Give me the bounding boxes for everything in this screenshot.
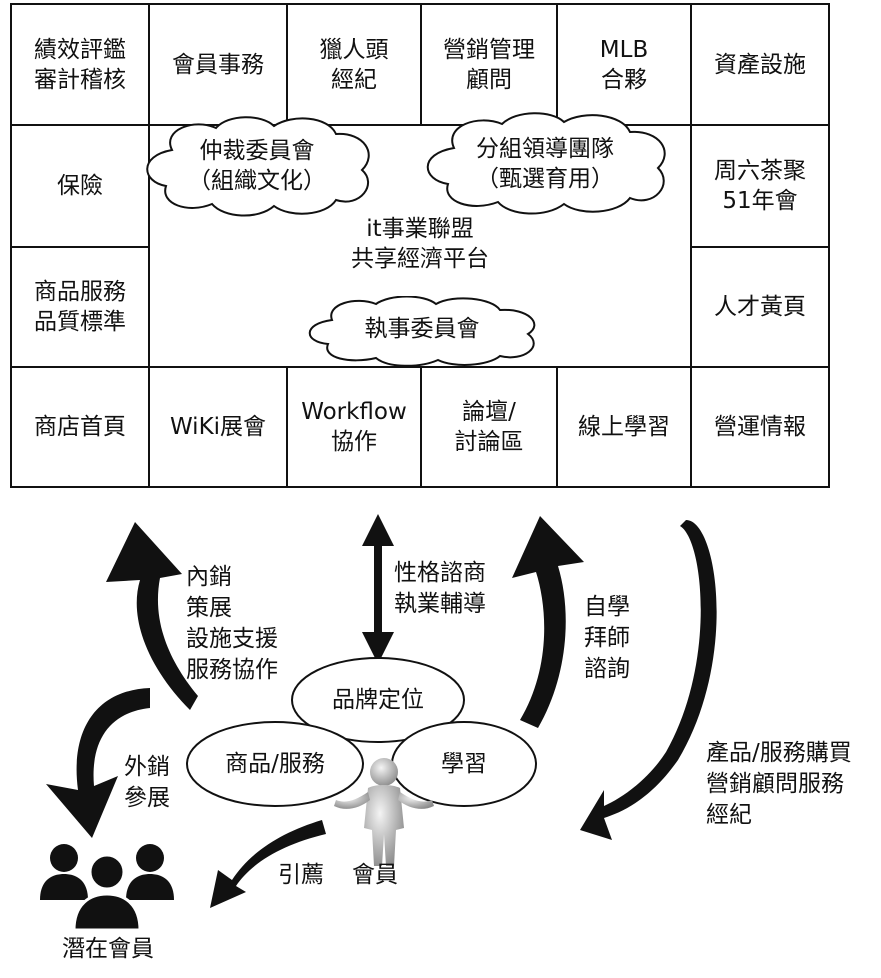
label-referral: 引薦 [278, 862, 324, 888]
cell-mlb-partnership: MLB 合夥 [556, 3, 692, 126]
arrow-learning-up [512, 516, 584, 728]
arrow-purchase-down [580, 520, 717, 840]
cloud-shape [146, 116, 370, 217]
cloud-executive: 執事委員會 [296, 295, 548, 367]
label-potential-members: 潛在會員 [62, 936, 154, 962]
cloud-shape [426, 112, 666, 215]
cell-saturday-tea: 周六茶聚 51年會 [690, 124, 830, 248]
cloud-leadership: 分組領導團隊 （甄選育用） [412, 110, 678, 220]
ellipse-product-label: 商品/服務 [225, 751, 325, 777]
cell-operations-intel: 營運情報 [690, 366, 830, 488]
cell-quality-standard: 商品服務 品質標準 [10, 246, 150, 368]
cloud-executive-label: 執事委員會 [364, 316, 480, 342]
label-self-learning: 自學 拜師 諮詢 [584, 594, 630, 682]
label-member: 會員 [352, 862, 398, 888]
ellipse-product [186, 721, 364, 807]
cloud-shape [308, 295, 536, 367]
cell-performance-audit: 績效評鑑 審計稽核 [10, 3, 150, 126]
cell-marketing-consulting: 營銷管理 顧問 [420, 3, 558, 126]
arrow-counsel-double [362, 514, 394, 664]
cell-headhunter: 獵人頭 經紀 [286, 3, 422, 126]
label-external-flow: 外銷 參展 [124, 754, 170, 811]
cloud-leadership-label: 分組領導團隊 （甄選育用） [476, 136, 614, 192]
cell-shop-home: 商店首頁 [10, 366, 150, 488]
cell-forum: 論壇/ 討論區 [420, 366, 558, 488]
ellipse-learning-label: 學習 [441, 751, 487, 777]
cell-elearning: 線上學習 [556, 366, 692, 488]
cell-wiki-expo: WiKi展會 [148, 366, 288, 488]
arrow-internal-up [106, 522, 198, 710]
cloud-arbitration: 仲裁委員會 （組織文化） [132, 112, 382, 222]
ellipse-brand-label: 品牌定位 [332, 687, 424, 713]
label-purchase: 產品/服務購買 營銷顧問服務 經紀 [706, 740, 852, 828]
cell-assets-facilities: 資產設施 [690, 3, 830, 126]
cell-workflow: Workflow 協作 [286, 366, 422, 488]
arrow-referral [210, 820, 326, 908]
cloud-arbitration-label: 仲裁委員會 （組織文化） [188, 138, 326, 194]
label-counsel: 性格諮商 執業輔導 [394, 560, 486, 617]
cell-insurance: 保險 [10, 124, 150, 248]
ellipse-brand [291, 657, 465, 743]
cell-talent-directory: 人才黃頁 [690, 246, 830, 368]
platform-title: it事業聯盟 共享經濟平台 [351, 216, 489, 272]
label-internal-flow: 內銷 策展 設施支援 服務協作 [186, 564, 278, 683]
arrow-external-down [46, 688, 150, 838]
